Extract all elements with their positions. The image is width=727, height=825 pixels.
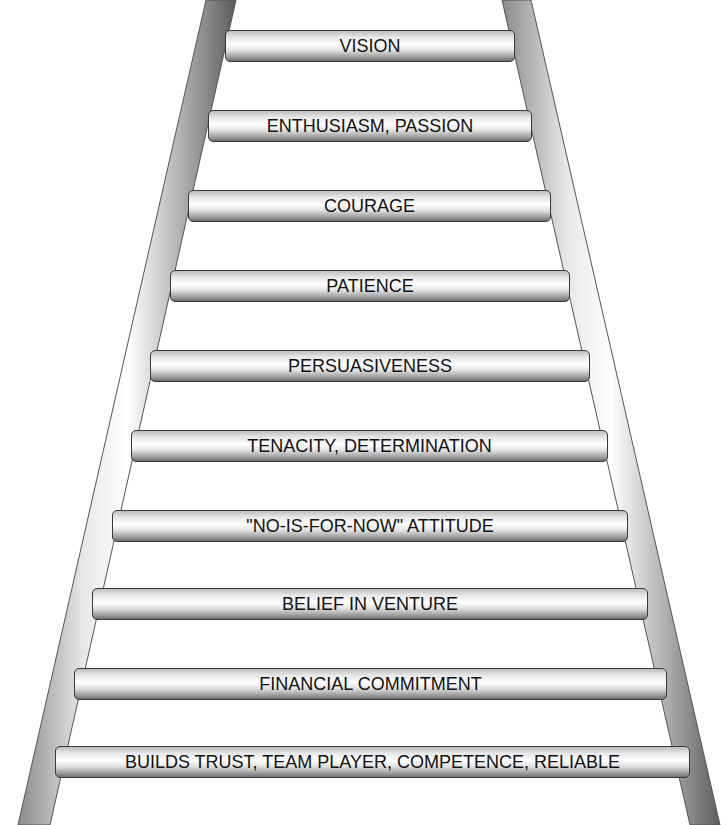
rung-label: FINANCIAL COMMITMENT bbox=[259, 675, 481, 693]
ladder-rung: ENTHUSIASM, PASSION bbox=[208, 110, 532, 142]
left-rail bbox=[18, 0, 236, 825]
ladder-rung: BUILDS TRUST, TEAM PLAYER, COMPETENCE, R… bbox=[55, 746, 690, 778]
ladder-rung: TENACITY, DETERMINATION bbox=[131, 430, 608, 462]
rung-label: VISION bbox=[339, 37, 400, 55]
rung-label: ENTHUSIASM, PASSION bbox=[267, 117, 474, 135]
rung-label: PATIENCE bbox=[326, 277, 413, 295]
ladder-rung: BELIEF IN VENTURE bbox=[92, 588, 648, 620]
ladder-rung: COURAGE bbox=[188, 190, 551, 222]
rung-label: "NO-IS-FOR-NOW" ATTITUDE bbox=[246, 517, 493, 535]
ladder-rung: FINANCIAL COMMITMENT bbox=[74, 668, 667, 700]
rung-label: PERSUASIVENESS bbox=[288, 357, 452, 375]
rung-label: COURAGE bbox=[324, 197, 415, 215]
rung-label: BUILDS TRUST, TEAM PLAYER, COMPETENCE, R… bbox=[125, 753, 620, 771]
ladder-rung: "NO-IS-FOR-NOW" ATTITUDE bbox=[112, 510, 628, 542]
ladder-rung: PATIENCE bbox=[170, 270, 570, 302]
rung-label: TENACITY, DETERMINATION bbox=[247, 437, 491, 455]
rung-label: BELIEF IN VENTURE bbox=[282, 595, 458, 613]
ladder-rung: PERSUASIVENESS bbox=[150, 350, 590, 382]
right-rail bbox=[502, 0, 720, 825]
ladder-rung: VISION bbox=[225, 30, 515, 62]
